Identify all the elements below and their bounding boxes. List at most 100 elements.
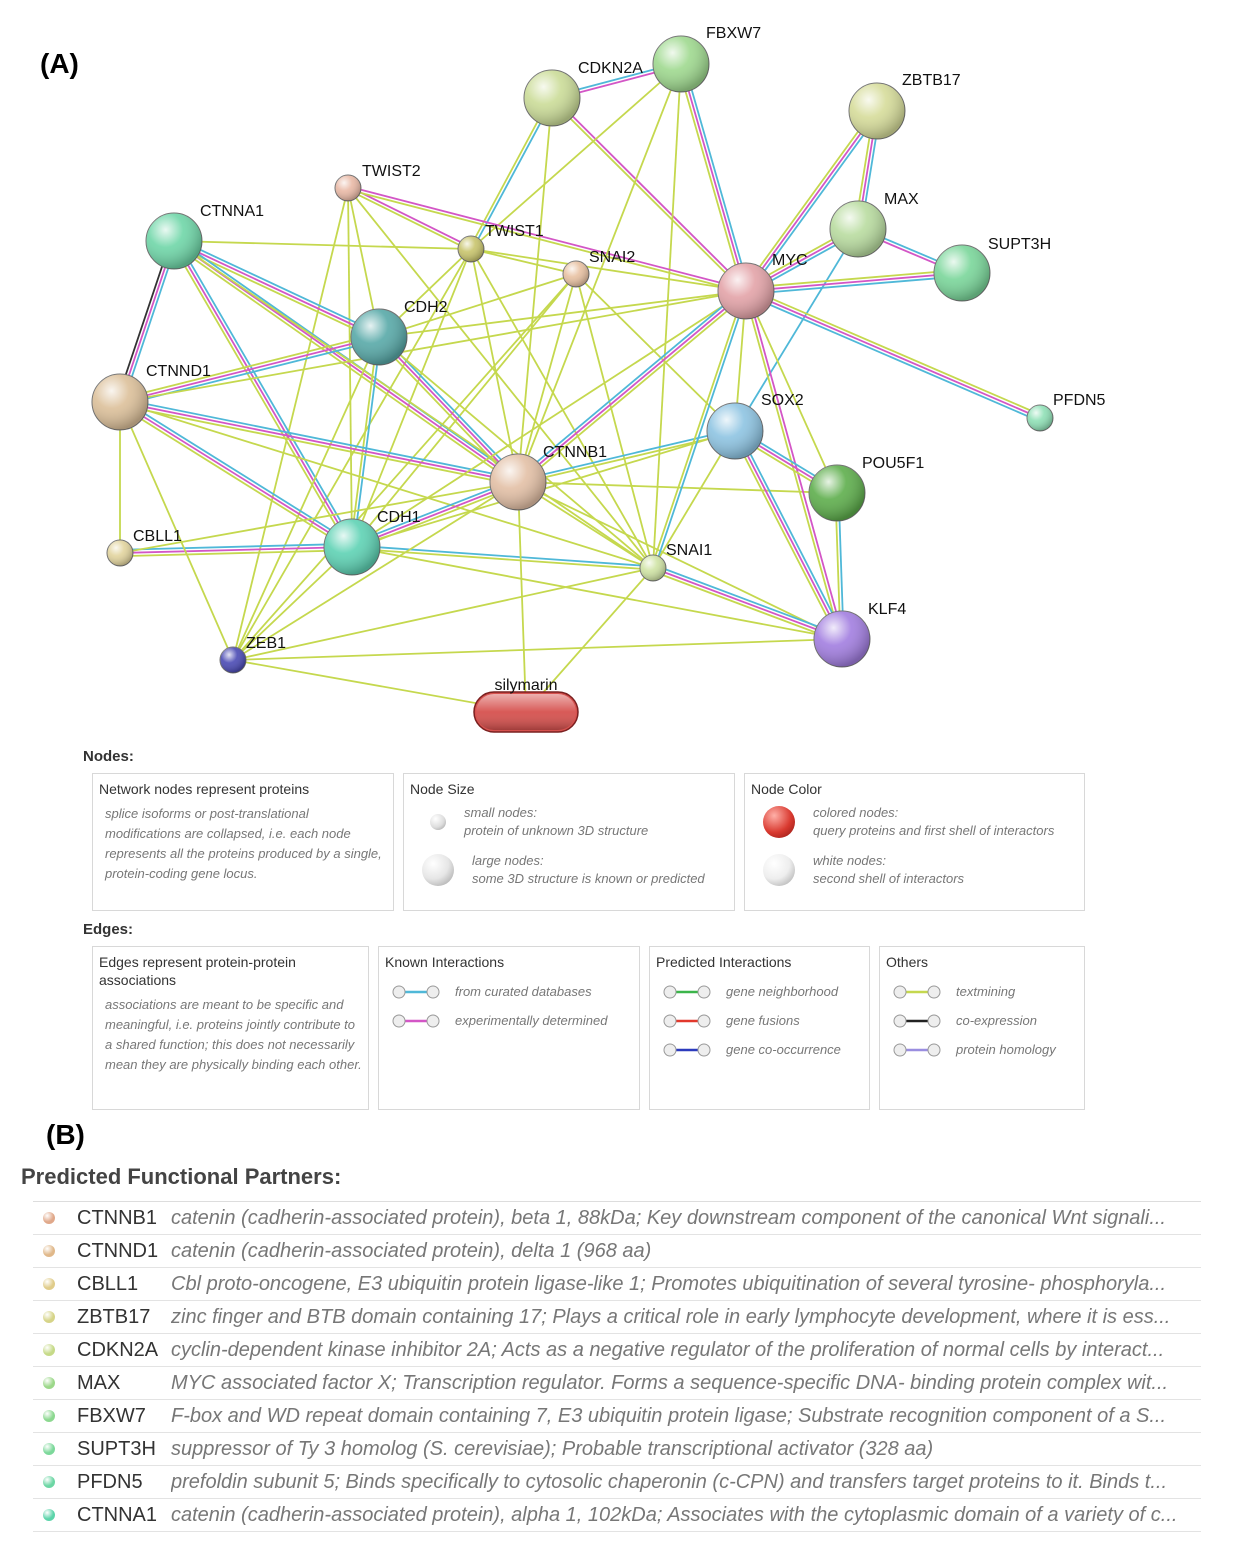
node-cdkn2a[interactable]	[523, 69, 581, 127]
legend-box-node-size: Node Size small nodes:protein of unknown…	[403, 773, 735, 911]
node-sox2[interactable]	[706, 402, 764, 460]
edge-line-textmining	[677, 64, 744, 293]
edge-CTNNB1-KLF4	[517, 481, 843, 640]
node-myc[interactable]	[717, 262, 775, 320]
partner-name[interactable]: CTNND1	[77, 1239, 159, 1262]
edge-line-textmining	[351, 546, 843, 640]
legend-box-node-color: Node Color colored nodes:query proteins …	[744, 773, 1085, 911]
edge-CTNND1-SNAI1	[119, 401, 654, 569]
edge-MYC-KLF4	[743, 290, 845, 640]
edge-line-experimental	[119, 401, 519, 483]
legend-small-desc: protein of unknown 3D structure	[464, 823, 649, 838]
edge-line-textmining	[119, 401, 654, 569]
node-label-myc: MYC	[772, 252, 808, 269]
node-cdh1[interactable]	[323, 518, 381, 576]
edge-line-experimental	[652, 567, 843, 640]
white-node-icon	[763, 854, 795, 886]
partner-name[interactable]: ZBTB17	[77, 1305, 151, 1328]
edge-line-experimental	[745, 272, 963, 292]
edge-sample-icon	[392, 985, 440, 998]
edge-line-textmining	[173, 240, 654, 569]
node-shine	[324, 519, 380, 575]
edge-line-textmining	[119, 404, 518, 487]
edge-SUPT3H-MYC	[745, 268, 963, 296]
edge-line-experimental	[552, 96, 748, 291]
edge-line-textmining	[232, 187, 349, 661]
edge-sample-icon	[893, 985, 941, 998]
node-max[interactable]	[829, 200, 887, 258]
edge-line-textmining	[232, 481, 519, 661]
node-cdh2[interactable]	[350, 308, 408, 366]
edge-sample-icon	[663, 1014, 711, 1027]
node-shine	[830, 201, 886, 257]
edge-MYC-SNAI1	[650, 290, 749, 569]
node-shine	[335, 175, 361, 201]
node-zbtb17[interactable]	[848, 82, 906, 140]
node-ctnna1[interactable]	[145, 212, 203, 270]
partner-name[interactable]: MAX	[77, 1371, 121, 1394]
node-twist2[interactable]	[334, 174, 362, 202]
partner-name[interactable]: PFDN5	[77, 1470, 143, 1493]
node-zeb1[interactable]	[219, 646, 247, 674]
edge-line-curated	[120, 397, 519, 480]
edge-line-textmining	[232, 638, 843, 661]
edge-line-experimental	[173, 240, 353, 548]
node-snai1[interactable]	[639, 554, 667, 582]
node-silymarin[interactable]	[473, 691, 579, 733]
network-diagram: FBXW7CDKN2AZBTB17TWIST2CTNNA1TWIST1SNAI2…	[91, 25, 1106, 733]
legend-box-desc: splice isoforms or post-translational mo…	[105, 806, 382, 881]
legend-edge-label: gene fusions	[726, 1012, 800, 1028]
edge-line-textmining	[120, 549, 353, 558]
edge-line-curated	[175, 238, 356, 546]
node-pou5f1[interactable]	[808, 464, 866, 522]
edge-SNAI2-SOX2	[575, 273, 736, 432]
partner-row[interactable]: CDKN2A cyclin-dependent kinase inhibitor …	[33, 1334, 1201, 1367]
edge-line-curated	[747, 112, 881, 294]
partner-description: cyclin-dependent kinase inhibitor 2A; Ac…	[171, 1338, 1165, 1361]
edge-line-textmining	[351, 273, 577, 548]
partner-name[interactable]: CBLL1	[77, 1272, 139, 1295]
node-pfdn5[interactable]	[1026, 404, 1054, 432]
legend-edge-label: co-expression	[956, 1012, 1037, 1028]
node-ctnnb1[interactable]	[489, 453, 547, 511]
edge-CDH2-SNAI1	[378, 336, 654, 569]
edge-line-textmining	[232, 248, 472, 661]
edge-line-curated	[744, 293, 1040, 422]
node-fbxw7[interactable]	[652, 35, 710, 93]
node-cbll1[interactable]	[106, 539, 134, 567]
panel-a-label: (A)	[40, 48, 79, 79]
partner-name[interactable]: FBXW7	[77, 1404, 146, 1427]
node-label-silymarin: silymarin	[494, 677, 557, 694]
node-label-pou5f1: POU5F1	[862, 455, 924, 472]
node-supt3h[interactable]	[933, 244, 991, 302]
partner-name[interactable]: CTNNB1	[77, 1206, 158, 1229]
edge-PFDN5-MYC	[744, 287, 1042, 422]
node-label-ctnnd1: CTNND1	[146, 363, 211, 380]
node-klf4[interactable]	[813, 610, 871, 668]
partner-name[interactable]: SUPT3H	[77, 1437, 156, 1460]
node-label-sox2: SOX2	[761, 392, 804, 409]
node-ctnnd1[interactable]	[91, 373, 149, 431]
node-shine	[653, 36, 709, 92]
partner-name[interactable]: CTNNA1	[77, 1503, 158, 1526]
legend-box-title: Known Interactions	[385, 954, 505, 970]
node-twist1[interactable]	[457, 235, 485, 263]
edge-TWIST2-SNAI1	[347, 187, 654, 569]
edge-line-textmining	[170, 242, 351, 550]
node-shine	[490, 454, 546, 510]
legend-large-title: large nodes:	[472, 853, 544, 868]
partner-name[interactable]: CDKN2A	[77, 1338, 159, 1361]
edge-line-curated	[683, 62, 750, 291]
edge-line-textmining	[378, 290, 747, 338]
node-snai2[interactable]	[562, 260, 590, 288]
edge-line-textmining	[119, 333, 379, 400]
